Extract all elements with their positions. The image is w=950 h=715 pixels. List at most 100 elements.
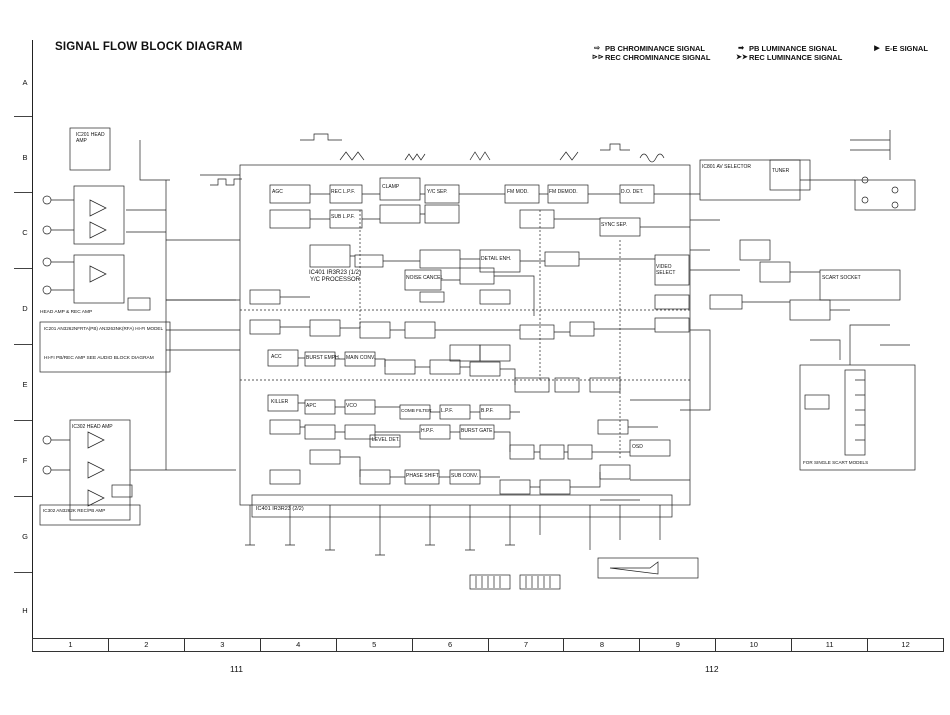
block-burst-gate: BURST GATE bbox=[461, 428, 493, 434]
head-amp-section-bottom bbox=[39, 380, 236, 526]
note-hifi: HI-FI PB/REC AMP SEE AUDIO BLOCK DIAGRAM bbox=[44, 356, 154, 361]
row-label-c: C bbox=[22, 228, 28, 237]
rec-luma-arrow-icon: ➤➤ bbox=[736, 54, 748, 61]
block-fm-mod: FM MOD. bbox=[507, 189, 529, 195]
right-section bbox=[690, 130, 916, 471]
note-ic201: IC201 AN3262NFRTA(PB) AN3263NK(RFA) HI-F… bbox=[44, 326, 164, 331]
column-label: 4 bbox=[261, 639, 337, 651]
row-label-g: G bbox=[22, 532, 28, 541]
legend-label: PB LUMINANCE SIGNAL bbox=[749, 44, 837, 53]
block-agc: AGC bbox=[272, 189, 283, 195]
block-detail-enh: DETAIL ENH. bbox=[481, 256, 512, 262]
rec-chroma-arrow-icon: ⊳⊳ bbox=[592, 54, 604, 61]
dotted-bus bbox=[240, 210, 690, 460]
column-label: 2 bbox=[109, 639, 185, 651]
row-label-b: B bbox=[22, 153, 28, 162]
block-fm-demod: FM DEMOD. bbox=[549, 189, 578, 195]
legend-label: REC LUMINANCE SIGNAL bbox=[749, 53, 843, 62]
row-divider bbox=[14, 572, 32, 573]
block-main-conv: MAIN CONV. bbox=[346, 355, 376, 361]
legend-label: E-E SIGNAL bbox=[885, 44, 928, 53]
legend-item-rec-luma: ➤➤ REC LUMINANCE SIGNAL bbox=[736, 53, 842, 62]
legend-label: REC CHROMINANCE SIGNAL bbox=[605, 53, 711, 62]
ee-arrow-icon: ▶ bbox=[874, 45, 880, 52]
column-label: 8 bbox=[564, 639, 641, 651]
row-label-h: H bbox=[22, 606, 28, 615]
row-divider bbox=[14, 116, 32, 117]
block-clamp: CLAMP bbox=[382, 184, 400, 190]
block-bpf: B.P.F. bbox=[481, 408, 494, 414]
legend-right: ▶ E-E SIGNAL bbox=[872, 44, 928, 53]
block-video-select: VIDEO SELECT bbox=[656, 264, 676, 276]
row-label-f: F bbox=[22, 456, 28, 465]
block-level-det: LEVEL DET. bbox=[372, 437, 400, 443]
note-ic302: IC302 AN3262K REC/PB AMP bbox=[43, 508, 106, 513]
block-vco: VCO bbox=[346, 403, 357, 409]
waveform-strip bbox=[210, 133, 665, 186]
column-label: 7 bbox=[489, 639, 565, 651]
row-label-e: E bbox=[22, 380, 28, 389]
main-ic-label: IC401 IR3R23 (1/2) Y/C PROCESSOR bbox=[308, 270, 362, 283]
diagram-title: SIGNAL FLOW BLOCK DIAGRAM bbox=[55, 41, 243, 53]
legend-item-ee: ▶ E-E SIGNAL bbox=[872, 44, 928, 53]
row-divider bbox=[14, 268, 32, 269]
block-sub-conv: SUB CONV. bbox=[451, 473, 479, 479]
block-tuner: TUNER bbox=[772, 168, 790, 174]
block-phase-shift: PHASE SHIFT bbox=[406, 473, 439, 479]
column-label: 3 bbox=[185, 639, 261, 651]
scart-note: FOR SINGLE SCART MODELS bbox=[803, 460, 869, 465]
page-number-right: 112 bbox=[705, 664, 719, 674]
row-divider bbox=[14, 192, 32, 193]
legend-left: ⇨ PB CHROMINANCE SIGNAL ⊳⊳ REC CHROMINAN… bbox=[592, 44, 710, 62]
external-components-bottom bbox=[245, 505, 699, 590]
column-label: 10 bbox=[716, 639, 793, 651]
row-divider bbox=[14, 496, 32, 497]
column-label: 5 bbox=[337, 639, 413, 651]
block-osd: OSD bbox=[632, 444, 643, 450]
note-head-amp: HEAD AMP & REC AMP bbox=[40, 310, 93, 315]
diagram-frame bbox=[32, 40, 945, 642]
legend-item-pb-luma: ➡ PB LUMINANCE SIGNAL bbox=[736, 44, 842, 53]
block-comb-filter: COMB FILTER bbox=[401, 408, 432, 413]
bottom-ic-label: IC401 IR3R23 (2/2) bbox=[256, 506, 304, 512]
column-label: 12 bbox=[901, 640, 910, 649]
column-label: 9 bbox=[640, 639, 717, 651]
column-label: 6 bbox=[413, 639, 489, 651]
block-yc-sep: Y/C SEP. bbox=[427, 189, 448, 195]
middle-block-row bbox=[249, 244, 690, 362]
block-ic302: IC302 HEAD AMP bbox=[72, 424, 113, 430]
head-amp-section-top bbox=[39, 127, 236, 380]
block-acc: ACC bbox=[271, 354, 282, 360]
block-noise-cancel: NOISE CANCEL bbox=[406, 275, 444, 281]
block-burst-emph: BURST EMPH. bbox=[306, 355, 341, 361]
block-lpf: L.P.F. bbox=[441, 408, 454, 414]
pb-luma-arrow-icon: ➡ bbox=[738, 45, 744, 52]
block-ic201: IC201 HEAD AMP bbox=[76, 132, 105, 144]
block-apc: APC bbox=[306, 403, 317, 409]
block-sync-sep: SYNC SEP. bbox=[601, 222, 628, 228]
legend-label: PB CHROMINANCE SIGNAL bbox=[605, 44, 706, 53]
legend-item-pb-chroma: ⇨ PB CHROMINANCE SIGNAL bbox=[592, 44, 710, 53]
column-label-bar: 1 2 3 4 5 6 7 8 9 10 11 12 bbox=[32, 638, 944, 652]
block-scart: SCART SOCKET bbox=[822, 275, 861, 281]
legend-middle: ➡ PB LUMINANCE SIGNAL ➤➤ REC LUMINANCE S… bbox=[736, 44, 842, 62]
row-divider bbox=[14, 420, 32, 421]
main-ic-outline bbox=[239, 164, 691, 506]
block-sub-lpf: SUB L.P.F. bbox=[331, 214, 355, 220]
block-rec-lpf: REC L.P.F. bbox=[331, 189, 356, 195]
pb-chroma-arrow-icon: ⇨ bbox=[594, 45, 600, 52]
row-label-a: A bbox=[22, 78, 28, 87]
block-killer: KILLER bbox=[271, 399, 289, 405]
lower-block-row bbox=[267, 349, 671, 495]
page-number-left: 111 bbox=[230, 664, 243, 674]
row-divider bbox=[14, 344, 32, 345]
block-av-selector: IC801 AV SELECTOR bbox=[702, 164, 752, 170]
bottom-ic-outline bbox=[251, 494, 673, 518]
upper-block-row bbox=[200, 174, 690, 237]
column-label: 11 bbox=[792, 639, 869, 651]
row-label-d: D bbox=[22, 304, 28, 313]
connecting-lines bbox=[166, 219, 720, 501]
block-hpf: H.P.F. bbox=[421, 428, 434, 434]
